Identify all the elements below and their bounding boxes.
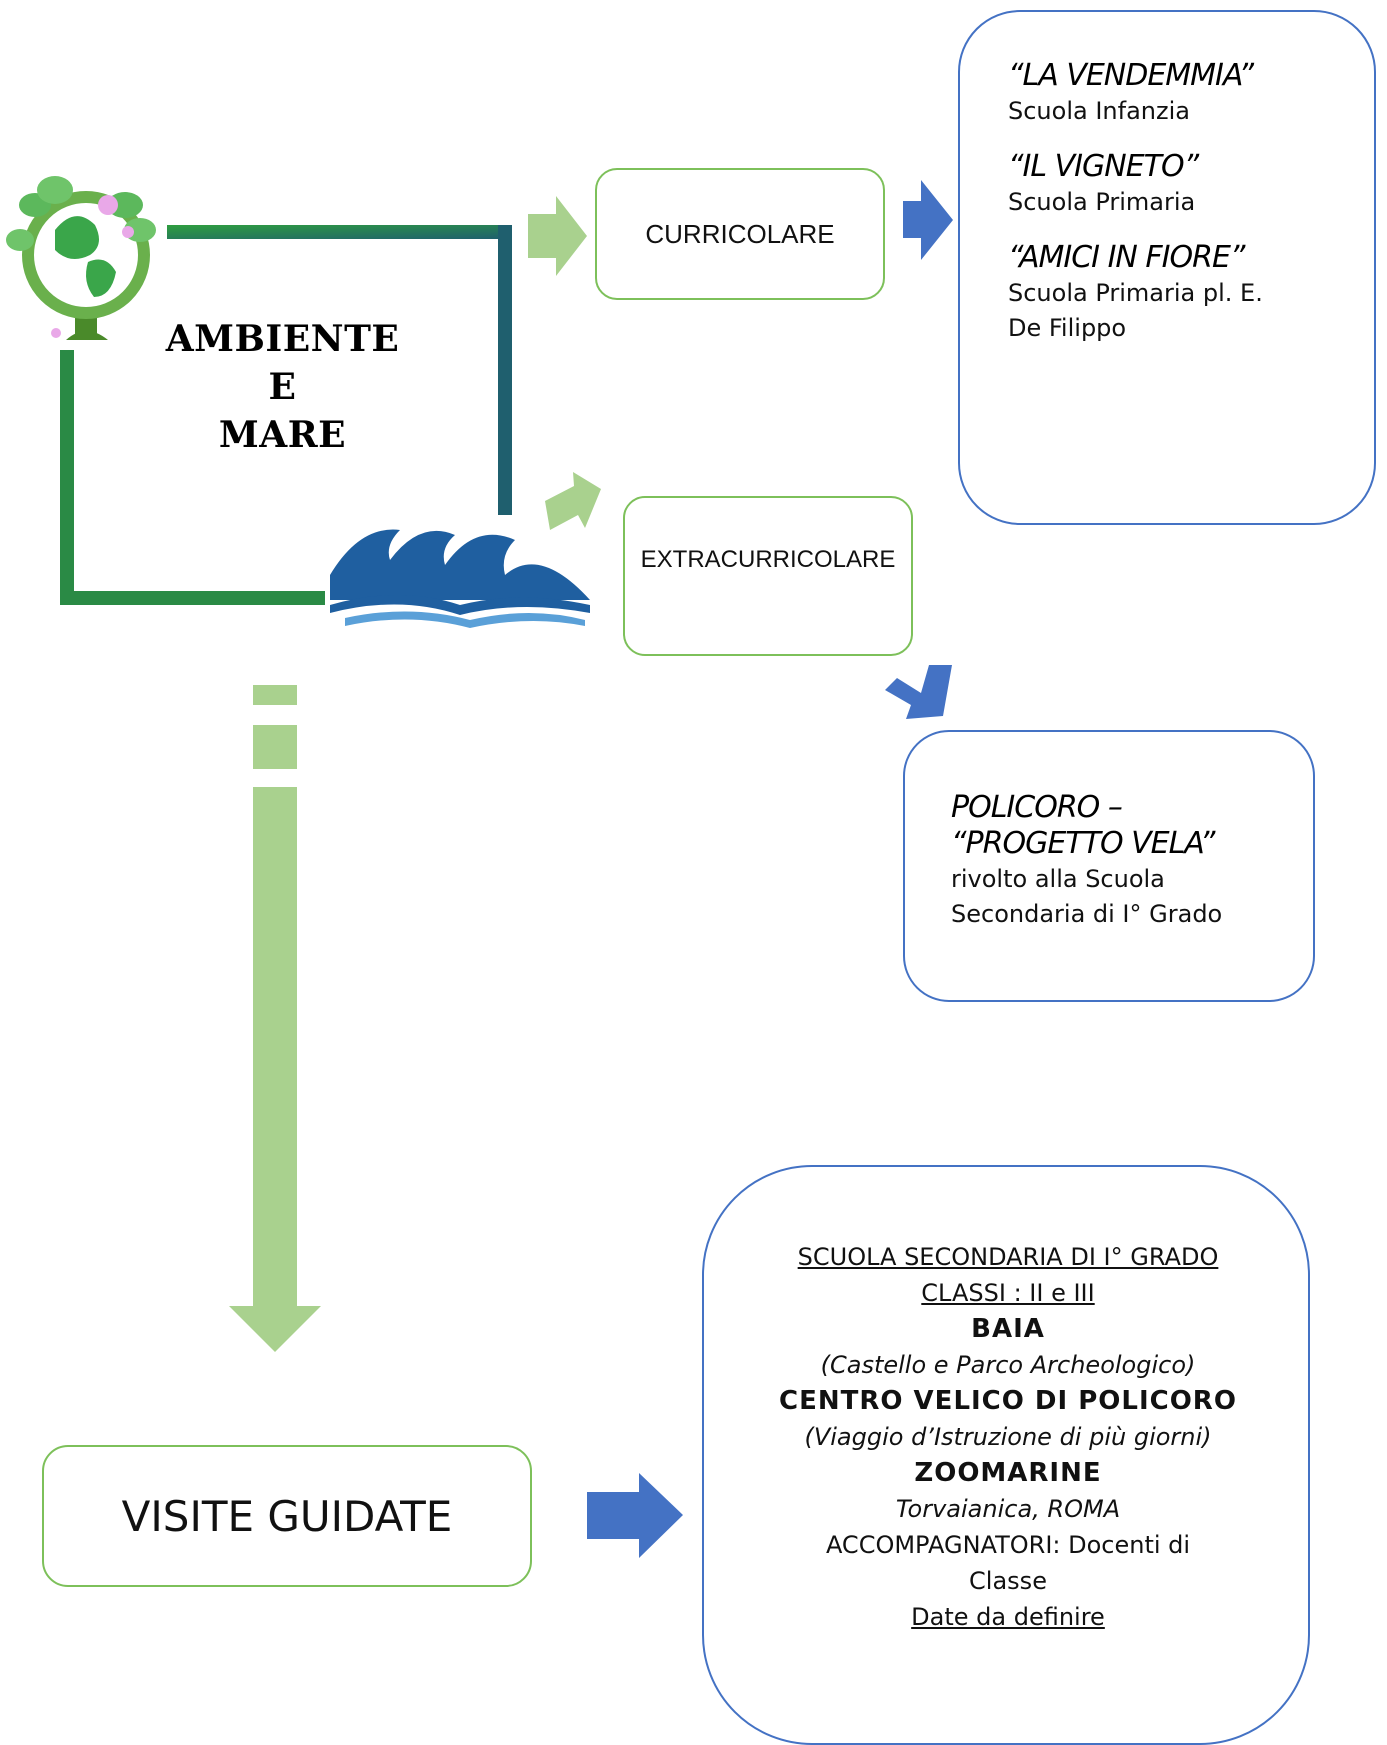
curricolare-projects-box: “LA VENDEMMIA” Scuola Infanzia “IL VIGNE…: [958, 10, 1376, 525]
project-title-line-2: “PROGETTO VELA”: [951, 826, 1215, 861]
destination-policoro-note: (Viaggio d’Istruzione di più giorni): [804, 1423, 1212, 1451]
project-school-line-1: Scuola Primaria pl. E.: [1008, 279, 1263, 307]
companions-line-1: ACCOMPAGNATORI: Docenti di: [825, 1531, 1191, 1559]
extracurricolare-project: POLICORO – “PROGETTO VELA” rivolto alla …: [951, 790, 1311, 932]
title-frame: [60, 225, 512, 605]
sea-waves-icon: [330, 529, 590, 628]
project-target-line-1: rivolto alla Scuola: [951, 865, 1165, 893]
project-school-line-2: De Filippo: [1008, 314, 1127, 342]
visite-box: VISITE GUIDATE: [42, 1445, 532, 1587]
project-school: Scuola Infanzia: [1008, 97, 1190, 125]
destination-zoomarine: ZOOMARINE: [914, 1458, 1102, 1488]
curricolare-box: CURRICOLARE: [595, 168, 885, 300]
main-title-line-3: MARE: [218, 414, 347, 456]
visite-details: SCUOLA SECONDARIA DI I° GRADO CLASSI : I…: [704, 1239, 1312, 1635]
extracurricolare-project-box: POLICORO – “PROGETTO VELA” rivolto alla …: [903, 730, 1315, 1002]
arrow-to-visite: [229, 685, 321, 1352]
tree-globe-icon: [6, 176, 156, 340]
project-school: Scuola Primaria: [1008, 188, 1196, 216]
project-item-amici-in-fiore: “AMICI IN FIORE” Scuola Primaria pl. E. …: [1008, 240, 1368, 346]
project-item-vigneto: “IL VIGNETO” Scuola Primaria: [1008, 149, 1368, 220]
destination-policoro: CENTRO VELICO DI POLICORO: [779, 1386, 1237, 1416]
destination-baia-note: (Castello e Parco Archeologico): [820, 1351, 1196, 1379]
main-title-line-2: E: [268, 366, 297, 408]
visite-label: VISITE GUIDATE: [121, 1491, 453, 1541]
arrow-to-curricolare-projects: [903, 180, 953, 260]
dates: Date da definire: [911, 1603, 1105, 1631]
extracurricolare-label: EXTRACURRICOLARE: [640, 546, 896, 573]
visite-details-box: SCUOLA SECONDARIA DI I° GRADO CLASSI : I…: [702, 1165, 1310, 1745]
destination-baia: BAIA: [971, 1314, 1045, 1344]
main-title: AMBIENTE E MARE: [150, 315, 415, 459]
companions-line-2: Classe: [969, 1567, 1047, 1595]
arrow-to-extracurricolare: [545, 472, 601, 530]
school-level: SCUOLA SECONDARIA DI I° GRADO: [797, 1243, 1219, 1271]
project-target-line-2: Secondaria di I° Grado: [951, 900, 1223, 928]
classes: CLASSI : II e III: [921, 1279, 1095, 1307]
project-list: “LA VENDEMMIA” Scuola Infanzia “IL VIGNE…: [1008, 58, 1368, 346]
project-title: “LA VENDEMMIA”: [1008, 58, 1254, 93]
arrow-to-extracurricolare-project: [885, 665, 952, 719]
curricolare-label: CURRICOLARE: [645, 218, 835, 249]
project-title: “IL VIGNETO”: [1008, 149, 1199, 184]
extracurricolare-box: EXTRACURRICOLARE: [623, 496, 913, 656]
project-item-vendemmia: “LA VENDEMMIA” Scuola Infanzia: [1008, 58, 1368, 129]
arrow-to-curricolare: [528, 196, 587, 276]
project-title-line-1: POLICORO –: [951, 790, 1123, 825]
destination-zoomarine-note: Torvaianica, ROMA: [895, 1495, 1121, 1523]
arrow-to-visite-box: [587, 1473, 683, 1558]
project-title: “AMICI IN FIORE”: [1008, 240, 1245, 275]
main-title-line-1: AMBIENTE: [165, 318, 400, 360]
